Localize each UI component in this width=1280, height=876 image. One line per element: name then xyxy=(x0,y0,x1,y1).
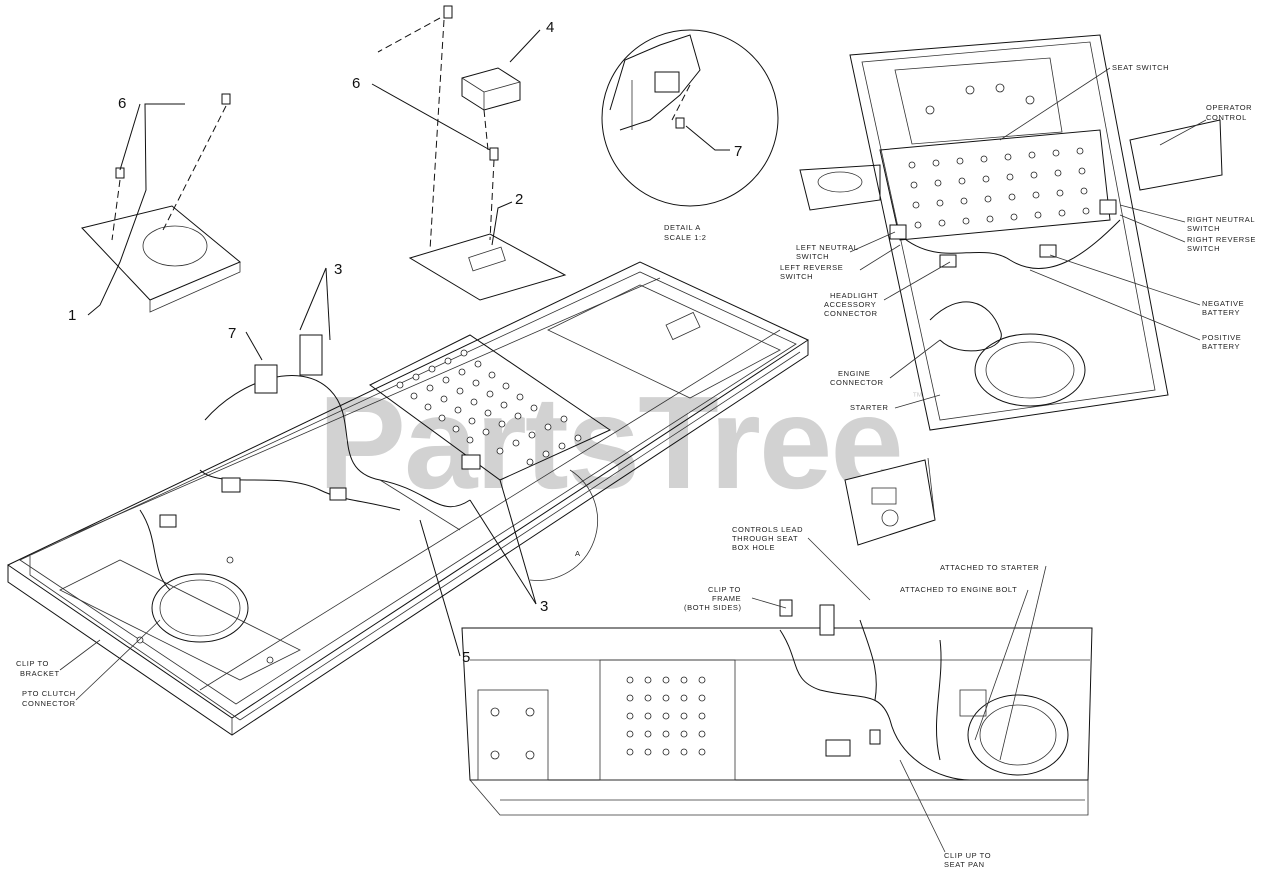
detail-scale: SCALE 1:2 xyxy=(664,233,707,242)
main-frame-assembly: A xyxy=(7,261,810,736)
top-view-frame xyxy=(799,34,1223,431)
label-headlight-3: CONNECTOR xyxy=(824,309,878,318)
label-right-neutral-1: RIGHT NEUTRAL xyxy=(1187,215,1255,224)
label-positive-battery-1: POSITIVE xyxy=(1202,333,1241,342)
callout-1: 1 xyxy=(68,307,76,324)
screw-icon xyxy=(221,93,231,105)
item-2-plate xyxy=(408,233,567,301)
callout-5: 5 xyxy=(462,649,470,666)
screw-icon xyxy=(115,167,125,179)
screw-icon xyxy=(443,5,453,19)
callout-7-main: 7 xyxy=(228,325,236,342)
label-left-reverse-2: SWITCH xyxy=(780,272,813,281)
callout-2: 2 xyxy=(515,191,523,208)
seat-box-detail xyxy=(844,457,936,546)
screw-icon xyxy=(489,147,499,161)
label-right-reverse-1: RIGHT REVERSE xyxy=(1187,235,1256,244)
callout-6-center: 6 xyxy=(352,75,360,92)
callout-6-left: 6 xyxy=(118,95,126,112)
detail-title: DETAIL A xyxy=(664,223,701,232)
label-operator-control-1: OPERATOR xyxy=(1206,103,1252,112)
label-positive-battery-2: BATTERY xyxy=(1202,342,1240,351)
label-controls-lead-2: THROUGH SEAT xyxy=(732,534,798,543)
watermark: PartsTree xyxy=(318,369,902,516)
label-starter: STARTER xyxy=(850,403,889,412)
item-1-cover xyxy=(81,205,241,313)
label-clip-bracket-1: CLIP TO xyxy=(16,659,49,668)
watermark-trademark: ™ xyxy=(912,391,923,403)
label-right-reverse-2: SWITCH xyxy=(1187,244,1220,253)
item-4-switch xyxy=(461,67,521,111)
label-pto-clutch-2: CONNECTOR xyxy=(22,699,76,708)
detail-marker: A xyxy=(575,549,581,558)
side-view-perforation xyxy=(626,676,706,756)
label-headlight-2: ACCESSORY xyxy=(824,300,876,309)
label-clip-bottom-2: SEAT PAN xyxy=(944,860,985,869)
label-operator-control-2: CONTROL xyxy=(1206,113,1247,122)
label-clip-bottom-1: CLIP UP TO xyxy=(944,851,991,860)
label-engine-connector-2: CONNECTOR xyxy=(830,378,884,387)
label-negative-battery-1: NEGATIVE xyxy=(1202,299,1244,308)
label-left-neutral-2: SWITCH xyxy=(796,252,829,261)
label-controls-lead-3: BOX HOLE xyxy=(732,543,775,552)
label-left-neutral-1: LEFT NEUTRAL xyxy=(796,243,859,252)
callout-3-upper: 3 xyxy=(334,261,342,278)
label-clip-frame-2: FRAME xyxy=(712,594,741,603)
label-attached-starter: ATTACHED TO STARTER xyxy=(940,563,1039,572)
detail-a-view: 7 DETAIL A SCALE 1:2 xyxy=(601,29,779,242)
label-left-reverse-1: LEFT REVERSE xyxy=(780,263,843,272)
perforation-holes xyxy=(396,349,582,466)
side-view-frame xyxy=(461,599,1093,816)
label-negative-battery-2: BATTERY xyxy=(1202,308,1240,317)
label-seat-switch: SEAT SWITCH xyxy=(1112,63,1169,72)
label-engine-connector-1: ENGINE xyxy=(838,369,870,378)
label-clip-bracket-2: BRACKET xyxy=(20,669,60,678)
label-right-neutral-2: SWITCH xyxy=(1187,224,1220,233)
label-attached-engine: ATTACHED TO ENGINE BOLT xyxy=(900,585,1017,594)
label-pto-clutch-1: PTO CLUTCH xyxy=(22,689,76,698)
label-clip-frame-1: CLIP TO xyxy=(708,585,741,594)
callout-7-detail: 7 xyxy=(734,143,742,160)
top-view-perforation xyxy=(908,147,1090,229)
callout-3-lower: 3 xyxy=(540,598,548,615)
label-clip-frame-3: (BOTH SIDES) xyxy=(684,603,742,612)
label-controls-lead-1: CONTROLS LEAD xyxy=(732,525,803,534)
callout-4: 4 xyxy=(546,19,554,36)
label-headlight-1: HEADLIGHT xyxy=(830,291,878,300)
